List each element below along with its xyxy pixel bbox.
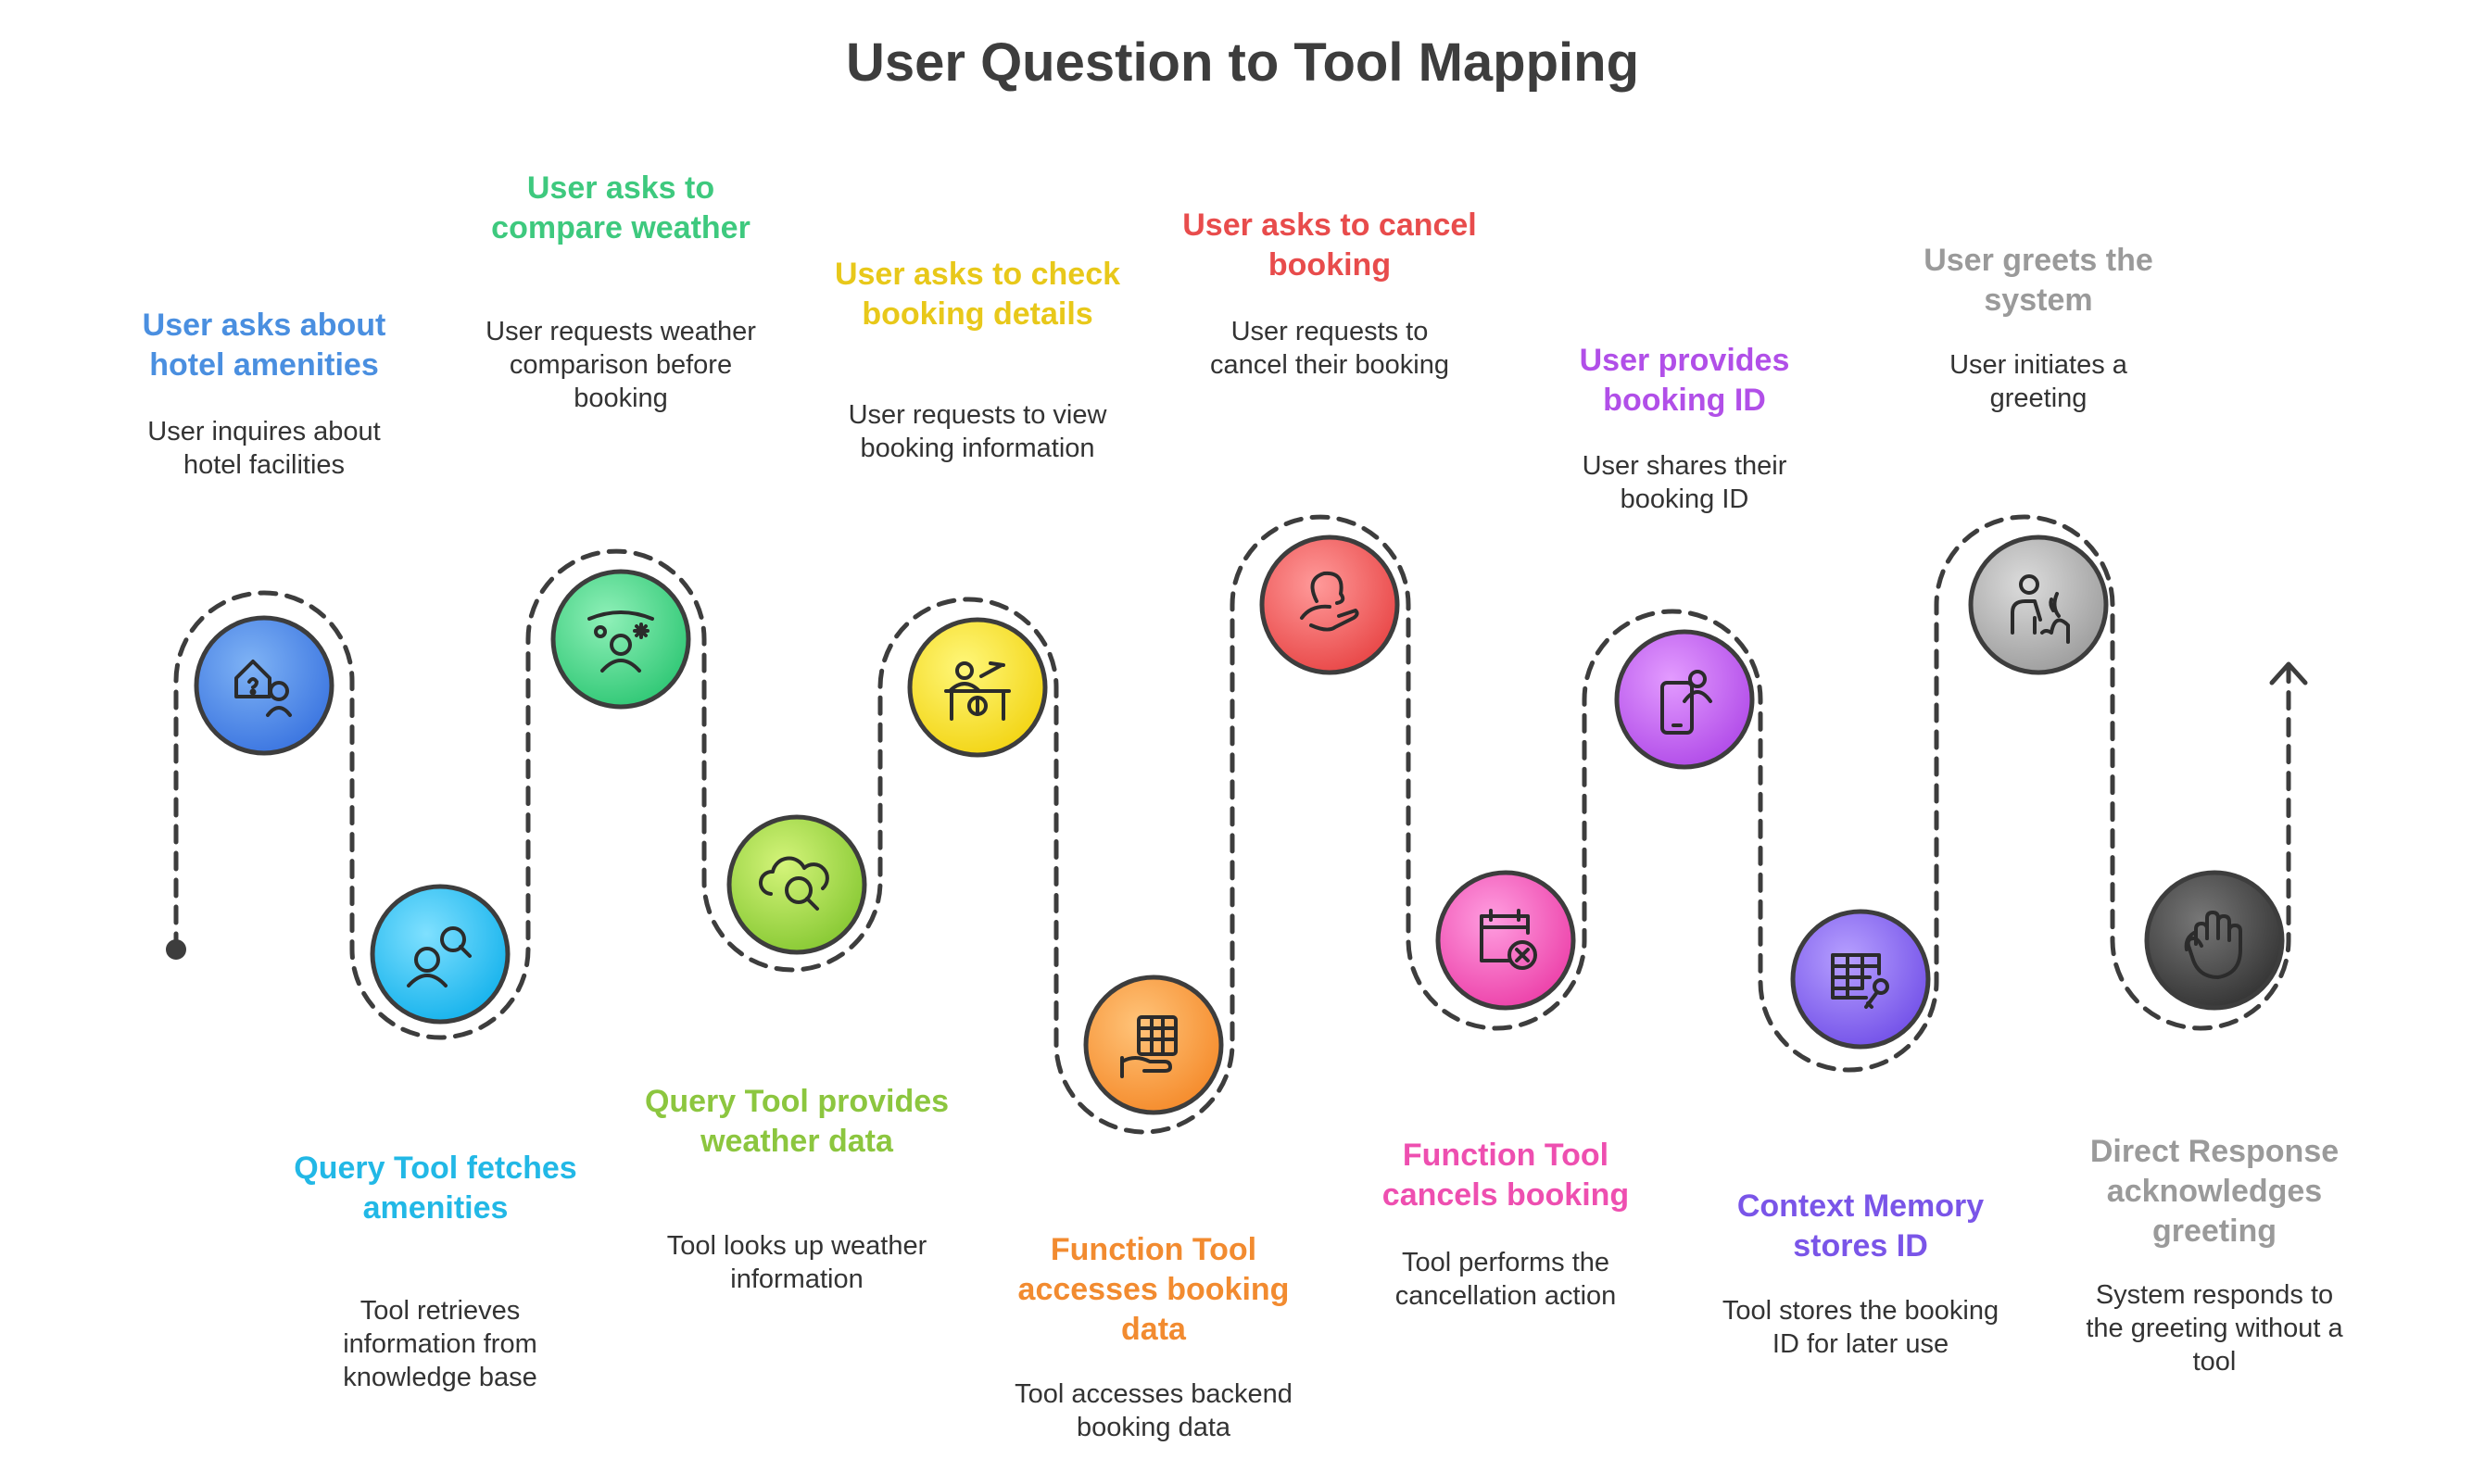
step-3-description: User requests weather comparison before …: [486, 317, 756, 413]
step-9-description: User shares their booking ID: [1582, 451, 1787, 514]
step-2-heading: Query Tool fetches amenities: [294, 1151, 577, 1226]
step-5-heading: User asks to check booking details: [834, 257, 1121, 332]
step-7-description: User requests to cancel their booking: [1210, 317, 1449, 380]
phone-user-icon: [1660, 670, 1712, 735]
diagram-title: User Question to Tool Mapping: [845, 32, 1639, 93]
step-node-9: [1614, 629, 1755, 770]
step-10-description: Tool stores the booking ID for later use: [1722, 1296, 1999, 1359]
hotel-question-icon: [234, 660, 292, 717]
flow-end-arrow-icon: [2269, 661, 2308, 685]
dashed-flow-path: [173, 514, 2291, 1135]
step-11-heading: User greets the system: [1924, 243, 2153, 318]
step-10-heading: Context Memory stores ID: [1736, 1188, 1985, 1264]
step-node-4: [726, 814, 867, 955]
step-node-2: [370, 884, 511, 1025]
search-person-icon: [407, 926, 472, 987]
step-node-12: [2144, 870, 2285, 1011]
step-node-10: [1790, 909, 1931, 1050]
step-11-description: User initiates a greeting: [1949, 350, 2127, 413]
desk-person-icon: [944, 661, 1011, 721]
step-3-heading: User asks to compare weather: [491, 170, 751, 245]
step-12-description: System responds to the greeting without …: [2086, 1280, 2343, 1377]
step-2-description: Tool retrieves information from knowledg…: [343, 1296, 537, 1392]
step-7-heading: User asks to cancel booking: [1182, 208, 1477, 283]
step-node-3: [550, 569, 691, 710]
step-6-heading: Function Tool accesses booking data: [1017, 1232, 1290, 1347]
spreadsheet-hand-icon: [1120, 1015, 1178, 1078]
step-node-5: [907, 617, 1048, 758]
person-hand-icon: [1300, 571, 1359, 632]
step-12-heading: Direct Response acknowledges greeting: [2089, 1134, 2340, 1249]
flow-start-dot: [166, 939, 186, 960]
step-9-heading: User provides booking ID: [1579, 343, 1790, 418]
step-node-8: [1435, 870, 1576, 1011]
step-node-1: [194, 615, 334, 756]
step-node-7: [1259, 534, 1400, 675]
step-1-heading: User asks about hotel amenities: [142, 308, 386, 383]
step-8-description: Tool performs the cancellation action: [1394, 1248, 1617, 1311]
step-1-description: User inquires about hotel facilities: [147, 417, 381, 480]
step-5-description: User requests to view booking informatio…: [848, 400, 1107, 463]
weather-compare-icon: [587, 610, 654, 673]
person-wave-icon: [2011, 574, 2070, 644]
calendar-cancel-icon: [1480, 909, 1537, 970]
hand-icon: [2184, 911, 2242, 979]
step-4-description: Tool looks up weather information: [666, 1231, 927, 1294]
step-4-heading: Query Tool provides weather data: [644, 1084, 950, 1159]
step-node-11: [1968, 534, 2109, 675]
step-node-6: [1083, 975, 1224, 1115]
cloud-search-icon: [759, 856, 829, 911]
step-8-heading: Function Tool cancels booking: [1381, 1138, 1630, 1213]
step-6-description: Tool accesses backend booking data: [1015, 1379, 1293, 1442]
table-key-icon: [1831, 953, 1889, 1009]
